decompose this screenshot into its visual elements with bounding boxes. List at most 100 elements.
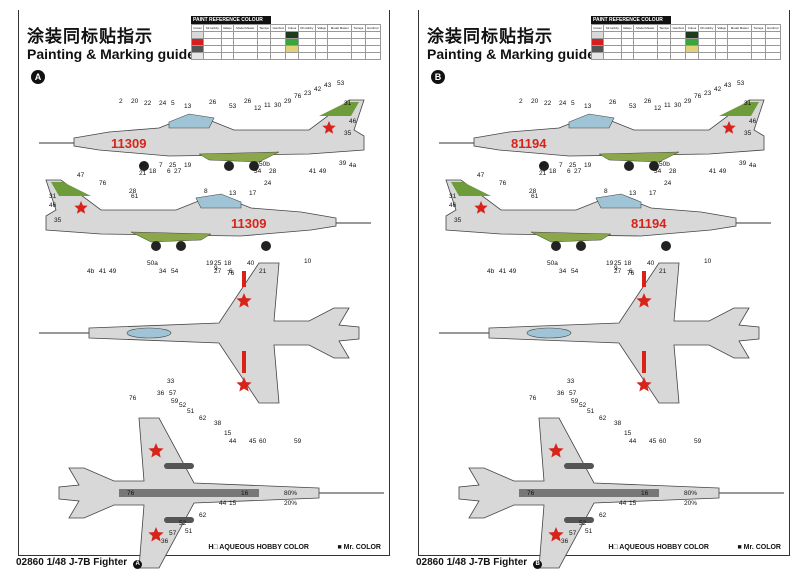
aircraft-part [45, 179, 371, 251]
callout-number: 41 [99, 268, 107, 275]
aircraft-part [649, 161, 659, 171]
table-cell [270, 31, 287, 39]
aircraft-serial: 11309 [111, 136, 146, 151]
callout-number: 28 [129, 188, 137, 195]
aircraft-part [624, 161, 634, 171]
callout-number: 34 [559, 268, 567, 275]
callout-number: 25 [214, 260, 222, 267]
callout-number: 34 [654, 168, 662, 175]
scheme-badge: B [431, 70, 445, 84]
aircraft-drawings: 11309 11309 [39, 99, 384, 569]
callout-number: 44 [219, 500, 227, 507]
column-header: Colour [685, 24, 699, 32]
column-header: Humbrol [270, 24, 287, 32]
callout-number: 76 [627, 270, 635, 277]
callout-number: 27 [574, 168, 582, 175]
aircraft-part [148, 527, 164, 542]
callout-number: 23 [304, 90, 312, 97]
aircraft-part [51, 182, 91, 196]
callout-number: 41 [309, 168, 317, 175]
callout-number: 53 [737, 80, 745, 87]
callout-number: 22 [144, 100, 152, 107]
callout-number: 35 [344, 130, 352, 137]
title-english: Painting & Marking guide [27, 46, 196, 62]
aircraft-part [45, 179, 337, 237]
table-cell [727, 38, 753, 46]
callout-number: 76 [127, 490, 135, 497]
aircraft-part [526, 327, 572, 339]
callout-number: 76 [129, 395, 137, 402]
table-cell [220, 52, 234, 60]
callout-number: 4a [349, 162, 357, 169]
aircraft-part [445, 179, 771, 251]
column-header: Colour [190, 24, 205, 32]
callout-number: 6 [629, 268, 633, 275]
callout-number: 18 [549, 168, 557, 175]
callout-number: 49 [509, 268, 517, 275]
column-header: Model Master [327, 24, 353, 32]
callout-number: 76 [694, 93, 702, 100]
callout-number: 17 [249, 190, 257, 197]
aircraft-part [642, 271, 646, 287]
column-header: Tamiya [751, 24, 766, 32]
table-cell [751, 52, 766, 60]
callout-number: 50a [547, 260, 558, 267]
callout-number: 27 [214, 268, 222, 275]
callout-number: 15 [624, 430, 632, 437]
aircraft-part [249, 161, 259, 171]
table-cell [351, 31, 366, 39]
legend-aqueous: H□ AQUEOUS HOBBY COLOR [608, 544, 709, 551]
table-cell [351, 52, 366, 60]
aircraft-part [236, 377, 252, 392]
callout-number: 27 [174, 168, 182, 175]
legend-mr-color: ■ Mr. COLOR [337, 544, 381, 551]
callout-number: 51 [585, 528, 593, 535]
aircraft-part [636, 377, 652, 392]
aircraft-part [168, 113, 215, 129]
callout-number: 36 [561, 538, 569, 545]
callout-number: 44 [229, 438, 237, 445]
table-cell [190, 31, 205, 39]
aircraft-part [164, 463, 194, 469]
table-cell [315, 52, 329, 60]
callout-number: 49 [319, 168, 327, 175]
table-cell [632, 38, 658, 46]
aircraft-part [139, 161, 149, 171]
callout-number: 25 [569, 162, 577, 169]
table-cell [297, 31, 317, 39]
callout-number: 59 [694, 438, 702, 445]
legend-mr-color: ■ Mr. COLOR [737, 544, 781, 551]
callout-number: 31 [49, 193, 57, 200]
table-cell [715, 52, 729, 60]
callout-number: 46 [349, 118, 357, 125]
callout-number: 4b [487, 268, 495, 275]
callout-number: 2 [519, 98, 523, 105]
table-cell [315, 38, 329, 46]
table-cell [620, 31, 634, 39]
footer-text: 02860 1/48 J-7B Fighter [16, 557, 128, 568]
aircraft-part [198, 151, 280, 163]
callout-number: 26 [209, 99, 217, 106]
column-header: Vallejo [715, 24, 729, 32]
callout-number: 38 [614, 420, 622, 427]
callout-number: 27 [614, 268, 622, 275]
callout-number: 44 [619, 500, 627, 507]
aircraft-serial: 81194 [511, 136, 547, 151]
callout-number: 8 [604, 188, 608, 195]
callout-number: 42 [314, 86, 322, 93]
callout-number: 76 [499, 180, 507, 187]
table-cell [715, 31, 729, 39]
column-header: Colour [285, 24, 299, 32]
callout-number: 40 [247, 260, 255, 267]
callout-number: 62 [599, 415, 607, 422]
callout-number: 28 [669, 168, 677, 175]
aircraft-part [130, 231, 212, 243]
callout-number: 52 [579, 402, 587, 409]
callout-number: 43 [724, 82, 732, 89]
footer-badge: B [533, 560, 543, 569]
aircraft-part [224, 161, 234, 171]
callout-number: 7 [159, 162, 163, 169]
callout-number: 8 [204, 188, 208, 195]
callout-number: 60 [259, 438, 267, 445]
callout-number: 26 [609, 99, 617, 106]
